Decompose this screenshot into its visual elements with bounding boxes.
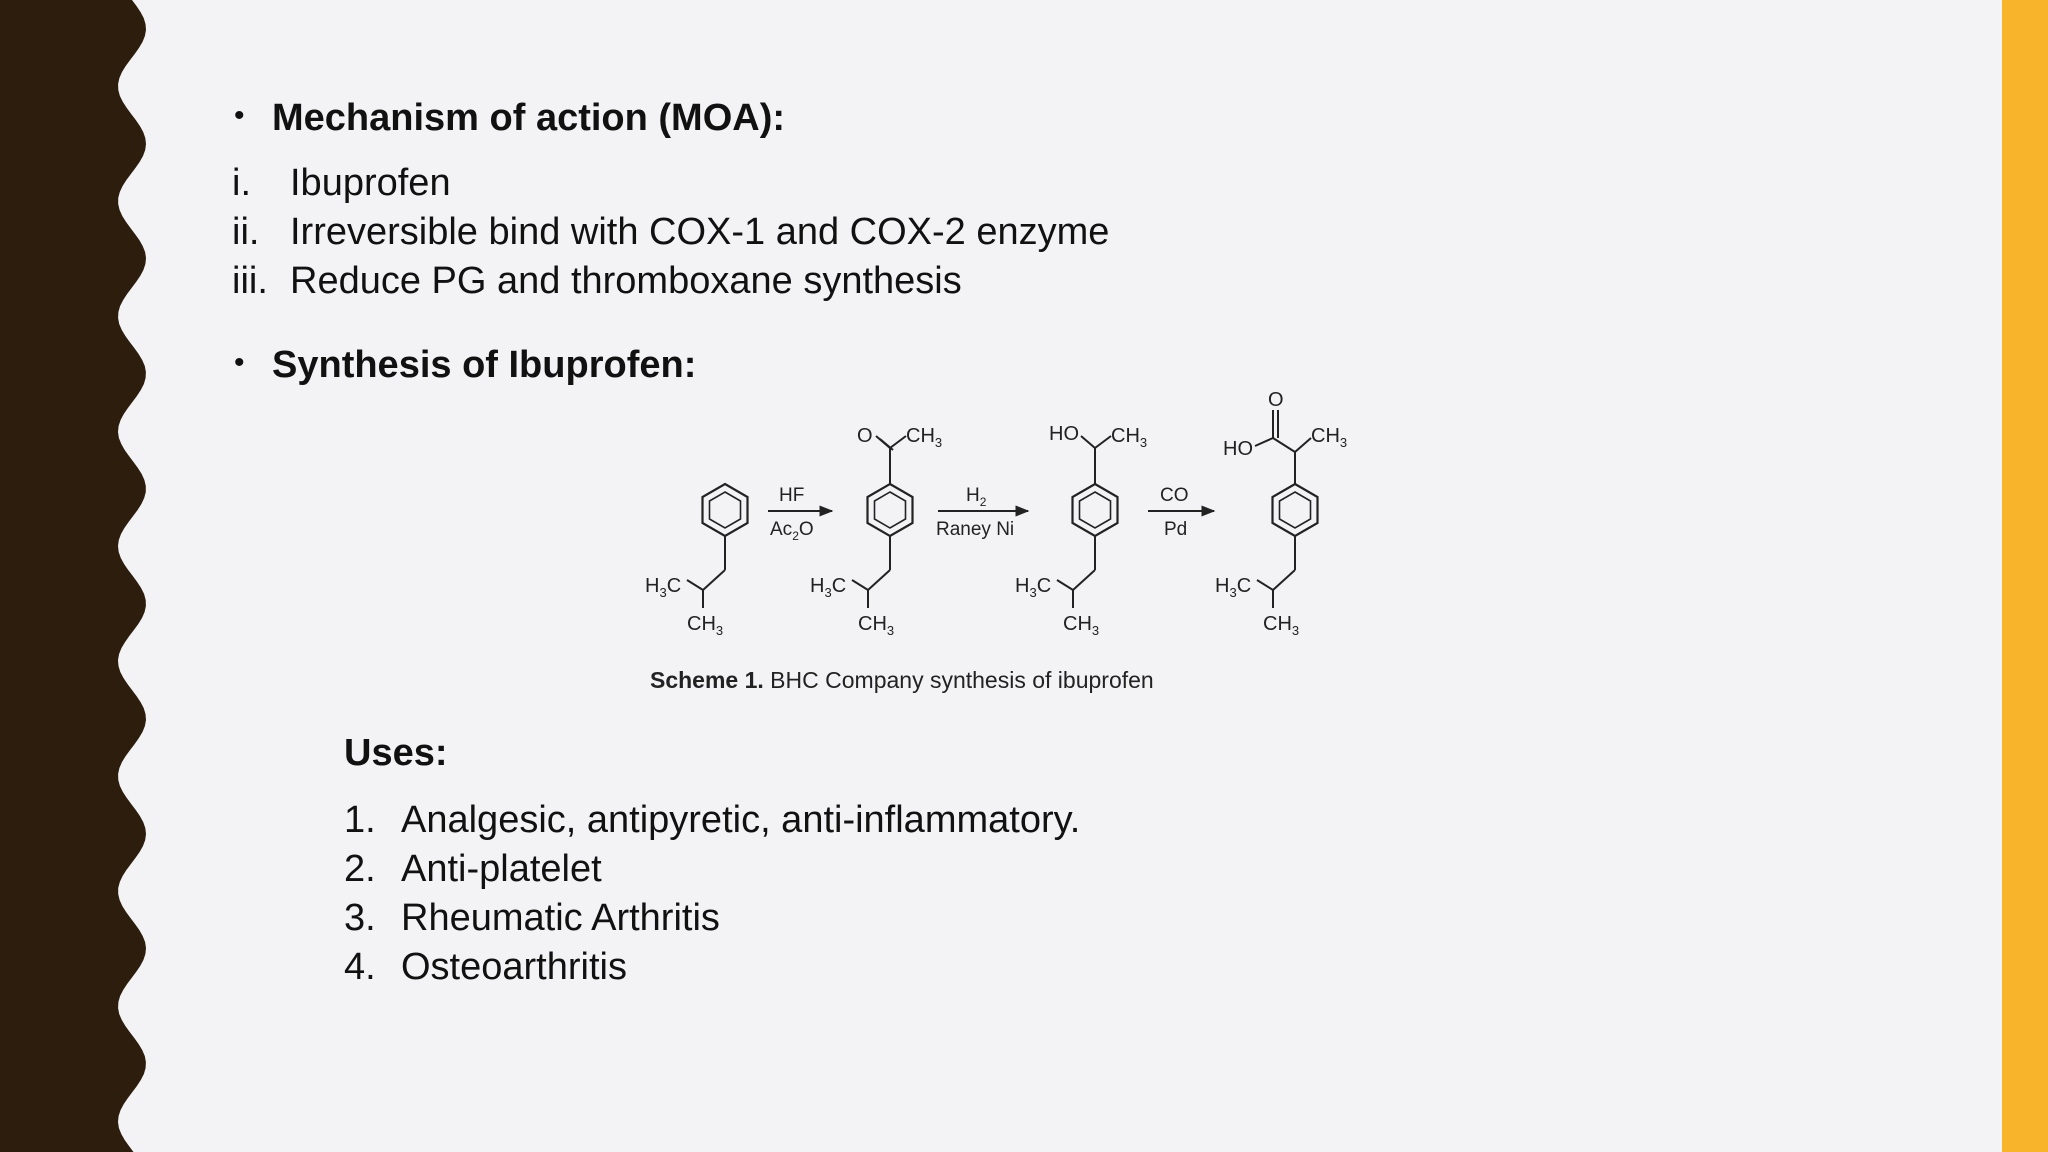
reagent-label: H2 bbox=[966, 485, 987, 509]
list-item: i. Ibuprofen bbox=[232, 159, 1109, 208]
reaction-arrow-1: HF Ac2O bbox=[768, 485, 834, 543]
list-item-text: Anti-platelet bbox=[401, 848, 602, 890]
hydroxyl-label: HO bbox=[1049, 423, 1079, 445]
oxygen-label: O bbox=[857, 425, 873, 447]
uses-list: 1. Analgesic, antipyretic, anti-inflammat… bbox=[344, 796, 1080, 992]
accent-right-bar bbox=[2002, 0, 2048, 1152]
reagent-label: Pd bbox=[1164, 519, 1187, 540]
oxygen-label: O bbox=[1268, 389, 1284, 411]
molecule-isobutylbenzene: H3C CH3 bbox=[645, 482, 749, 638]
synthesis-heading: • Synthesis of Ibuprofen: bbox=[234, 344, 696, 387]
molecule-alcohol: HO CH3 H3C CH3 bbox=[1015, 423, 1147, 638]
list-item-text: Osteoarthritis bbox=[401, 946, 627, 988]
molecule-acetophenone: O CH3 H3C CH3 bbox=[810, 425, 942, 638]
ch3-label: CH3 bbox=[1111, 425, 1147, 450]
list-item: iii. Reduce PG and thromboxane synthesis bbox=[232, 257, 1109, 306]
hydroxyl-label: HO bbox=[1223, 438, 1253, 460]
list-item-text: Analgesic, antipyretic, anti-inflammator… bbox=[401, 799, 1081, 841]
moa-list: i. Ibuprofen ii. Irreversible bind with CO… bbox=[232, 159, 1109, 306]
list-marker: iii. bbox=[232, 260, 268, 302]
list-item: ii. Irreversible bind with COX-1 and COX-… bbox=[232, 208, 1109, 257]
bullet-icon: • bbox=[234, 346, 245, 379]
h3c-label: H3C bbox=[1015, 575, 1051, 600]
h3c-label: H3C bbox=[810, 575, 846, 600]
h3c-label: H3C bbox=[1215, 575, 1251, 600]
list-item: 3. Rheumatic Arthritis bbox=[344, 894, 1080, 943]
h3c-label: H3C bbox=[645, 575, 681, 600]
reagent-label: CO bbox=[1160, 485, 1189, 506]
list-item-text: Rheumatic Arthritis bbox=[401, 897, 720, 939]
list-marker: 4. bbox=[344, 946, 376, 988]
synthesis-scheme-diagram: H3C CH3 HF Ac2O O CH3 H3C CH3 H2 Raney N… bbox=[645, 389, 1347, 693]
list-item-text: Irreversible bind with COX-1 and COX-2 e… bbox=[290, 211, 1110, 253]
list-item-text: Reduce PG and thromboxane synthesis bbox=[290, 260, 962, 302]
ch3-label: CH3 bbox=[1263, 613, 1299, 638]
synthesis-heading-text: Synthesis of Ibuprofen: bbox=[272, 344, 697, 386]
list-item: 1. Analgesic, antipyretic, anti-inflammat… bbox=[344, 796, 1080, 845]
molecule-ibuprofen: O HO CH3 H3C CH3 bbox=[1215, 389, 1347, 638]
list-item-text: Ibuprofen bbox=[290, 162, 451, 204]
reagent-label: Raney Ni bbox=[936, 519, 1014, 540]
list-marker: i. bbox=[232, 162, 251, 204]
list-marker: 1. bbox=[344, 799, 376, 841]
scheme-caption: Scheme 1. BHC Company synthesis of ibupr… bbox=[650, 667, 1154, 693]
reaction-arrow-3: CO Pd bbox=[1148, 485, 1216, 540]
reagent-label: Ac2O bbox=[770, 519, 814, 543]
ch3-label: CH3 bbox=[1063, 613, 1099, 638]
uses-heading: Uses: bbox=[344, 732, 448, 774]
moa-heading-text: Mechanism of action (MOA): bbox=[272, 97, 786, 139]
reaction-arrow-2: H2 Raney Ni bbox=[936, 485, 1030, 540]
ch3-label: CH3 bbox=[687, 613, 723, 638]
list-marker: 2. bbox=[344, 848, 376, 890]
ch3-label: CH3 bbox=[1311, 425, 1347, 450]
bullet-icon: • bbox=[234, 99, 245, 132]
list-item: 4. Osteoarthritis bbox=[344, 943, 1080, 992]
ch3-label: CH3 bbox=[858, 613, 894, 638]
list-marker: ii. bbox=[232, 211, 260, 253]
reagent-label: HF bbox=[779, 485, 804, 506]
moa-heading: • Mechanism of action (MOA): bbox=[234, 97, 785, 140]
list-item: 2. Anti-platelet bbox=[344, 845, 1080, 894]
wavy-left-border bbox=[0, 0, 146, 1152]
ch3-label: CH3 bbox=[906, 425, 942, 450]
list-marker: 3. bbox=[344, 897, 376, 939]
